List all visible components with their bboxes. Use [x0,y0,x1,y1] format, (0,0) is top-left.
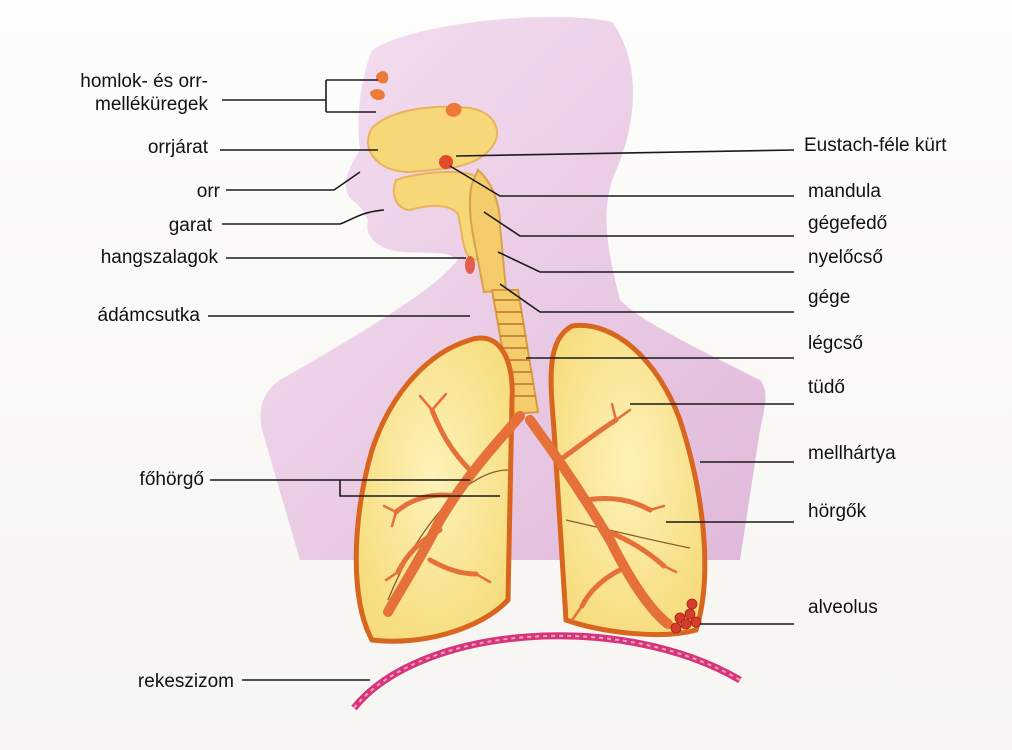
label-sinuses: homlok- és orr- melléküregek [30,70,208,116]
label-pharynx: garat [40,214,212,237]
label-pleura: mellhártya [808,442,896,465]
label-tonsil: mandula [808,180,881,203]
label-adams-apple: ádámcsutka [20,304,200,327]
label-epiglottis: gégefedő [808,212,887,235]
diaphragm [354,636,740,708]
label-vocal-cords: hangszalagok [20,246,218,269]
label-eustachian-tube: Eustach-féle kürt [804,134,947,157]
label-larynx: gége [808,286,850,309]
diaphragm-texture [354,636,740,708]
label-lung: tüdő [808,376,845,399]
label-nasal-passage: orrjárat [40,136,208,159]
label-trachea: légcső [808,332,863,355]
label-nose: orr [40,180,220,203]
label-alveolus: alveolus [808,596,878,619]
label-bronchi: hörgők [808,500,866,523]
vocal-cords-mark [465,256,475,274]
label-diaphragm: rekeszizom [20,670,234,693]
label-esophagus: nyelőcső [808,246,883,269]
label-main-bronchus: főhörgő [20,468,204,491]
